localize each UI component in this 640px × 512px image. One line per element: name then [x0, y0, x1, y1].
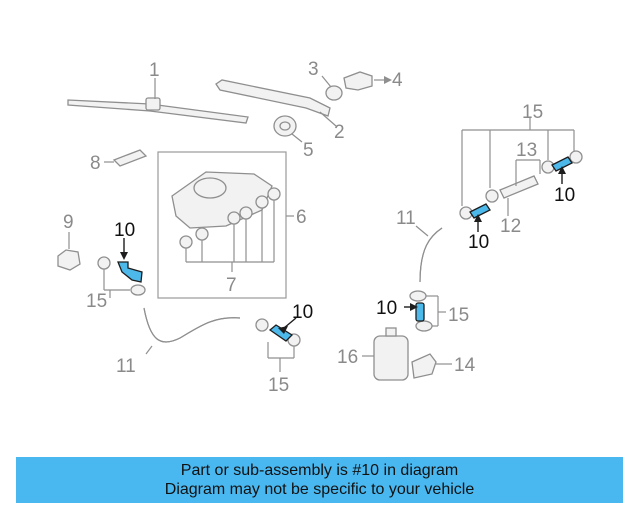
callout-10-reservoir: 10 — [376, 298, 397, 319]
long-hose-part-11 — [143, 307, 241, 355]
highlighted-hose-10-right-b — [551, 156, 573, 184]
grommet-part-5 — [273, 115, 303, 143]
highlighted-hose-10-left — [117, 238, 143, 283]
highlighted-hose-10-right-a — [469, 203, 491, 232]
wiper-arm-part-2 — [215, 79, 337, 127]
connector-part-9 — [57, 232, 81, 271]
left-clamp-assembly — [97, 256, 146, 298]
callout-10-center: 10 — [292, 302, 313, 323]
pump-part-14 — [411, 353, 452, 379]
center-clamp-assembly — [255, 318, 301, 372]
reservoir-part-16 — [362, 327, 409, 381]
right-nozzle-assembly — [459, 118, 583, 220]
callout-8: 8 — [90, 153, 101, 174]
callout-7: 7 — [226, 275, 237, 296]
cap-part-3 — [321, 75, 343, 101]
callout-15-center: 15 — [268, 375, 289, 396]
callout-10-right-a: 10 — [468, 232, 489, 253]
callout-4: 4 — [392, 70, 403, 91]
reservoir-clamp-assembly — [409, 290, 446, 332]
highlighted-hose-10-reservoir — [404, 302, 425, 322]
motor-assembly-part-6 — [157, 151, 294, 299]
callout-6: 6 — [296, 207, 307, 228]
callout-10-left: 10 — [114, 220, 135, 241]
callout-13: 13 — [516, 140, 537, 161]
callout-14: 14 — [454, 355, 476, 376]
nozzle-part-4 — [343, 71, 392, 91]
callout-12: 12 — [500, 216, 521, 237]
callout-11-lower: 11 — [116, 356, 136, 377]
callout-15-right: 15 — [448, 305, 469, 326]
callout-1: 1 — [149, 60, 160, 81]
parts-diagram: 1 2 3 4 5 8 — [57, 59, 583, 396]
callout-15-top: 15 — [522, 102, 543, 123]
callout-2: 2 — [334, 122, 345, 143]
banner-line-1: Part or sub-assembly is #10 in diagram — [180, 462, 459, 479]
callout-5: 5 — [303, 140, 314, 161]
callout-10-right-b: 10 — [554, 185, 575, 206]
info-banner: Part or sub-assembly is #10 in diagram D… — [16, 457, 623, 503]
wiper-blade-part-1 — [67, 78, 249, 124]
callout-3: 3 — [308, 59, 319, 80]
banner-line-2: Diagram may not be specific to your vehi… — [164, 481, 475, 498]
callout-15-left: 15 — [86, 291, 107, 312]
highlighted-hose-10-center — [268, 317, 297, 342]
callout-16: 16 — [337, 347, 358, 368]
hose-part-11-right — [415, 225, 443, 283]
callout-9: 9 — [63, 212, 74, 233]
callout-11-upper: 11 — [396, 208, 416, 229]
plug-part-8 — [104, 149, 148, 167]
